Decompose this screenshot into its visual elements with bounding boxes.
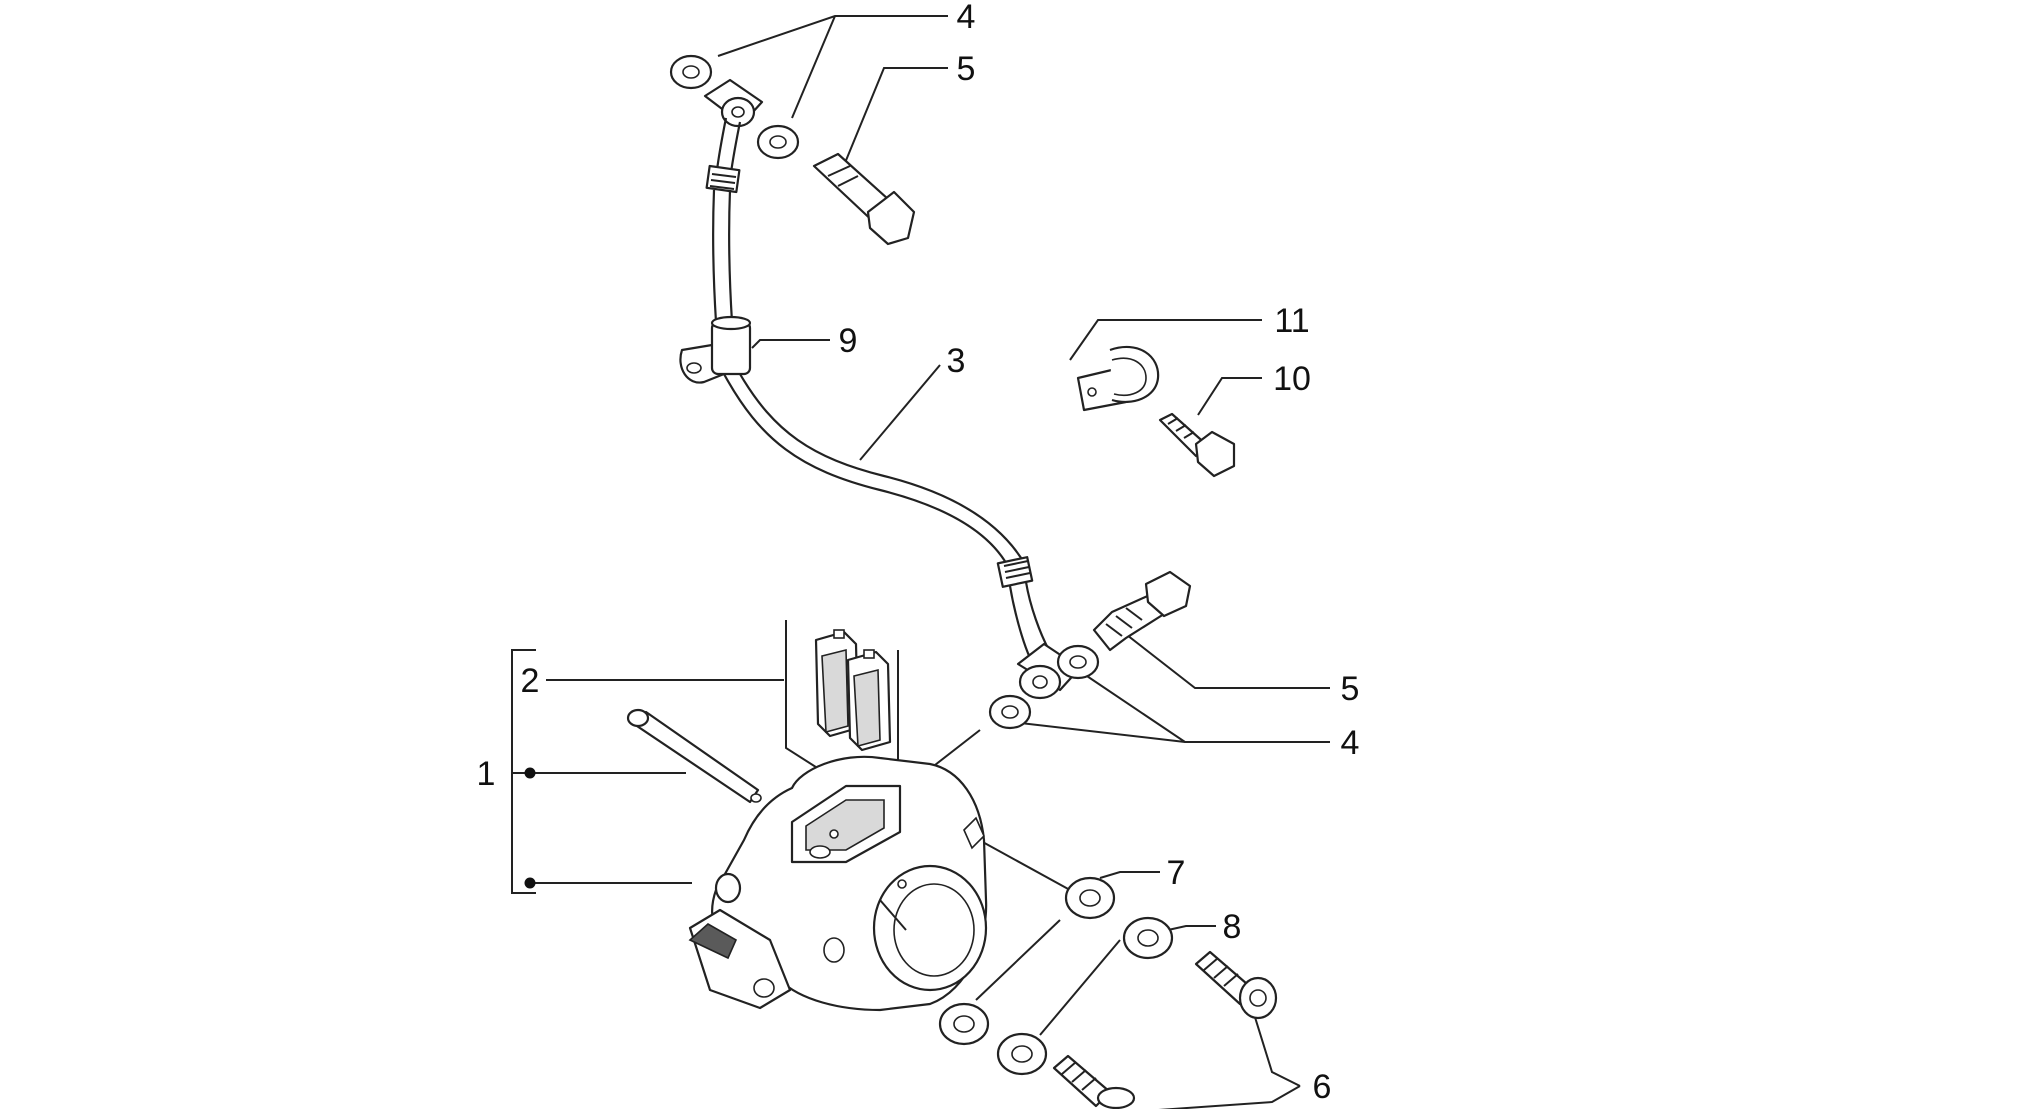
callout-8: 8 [1223, 908, 1242, 946]
caliper-body [688, 755, 988, 1012]
callout-5-mid: 5 [1341, 670, 1360, 708]
brake-hose [679, 117, 1082, 700]
upper-banjo-assembly [669, 54, 916, 246]
callout-7: 7 [1167, 854, 1186, 892]
callout-labels: 4 5 9 3 11 10 2 1 5 4 7 8 6 [477, 0, 1360, 1106]
lower-banjo-hardware [988, 570, 1192, 730]
callout-4-top: 4 [957, 0, 976, 36]
callout-10: 10 [1273, 360, 1311, 398]
hose-clamp-assembly [1076, 345, 1236, 478]
leader-lines [511, 15, 1330, 1109]
callout-4-mid: 4 [1341, 724, 1360, 762]
callout-2: 2 [521, 662, 540, 700]
callout-3: 3 [947, 342, 966, 380]
brake-pads [814, 629, 892, 752]
callout-9: 9 [839, 322, 858, 360]
callout-6: 6 [1313, 1068, 1332, 1106]
caliper-mount-hardware [938, 876, 1278, 1109]
callout-5-top: 5 [957, 50, 976, 88]
caliper-pin [626, 708, 762, 804]
callout-1: 1 [477, 755, 496, 793]
callout-11: 11 [1274, 302, 1309, 340]
